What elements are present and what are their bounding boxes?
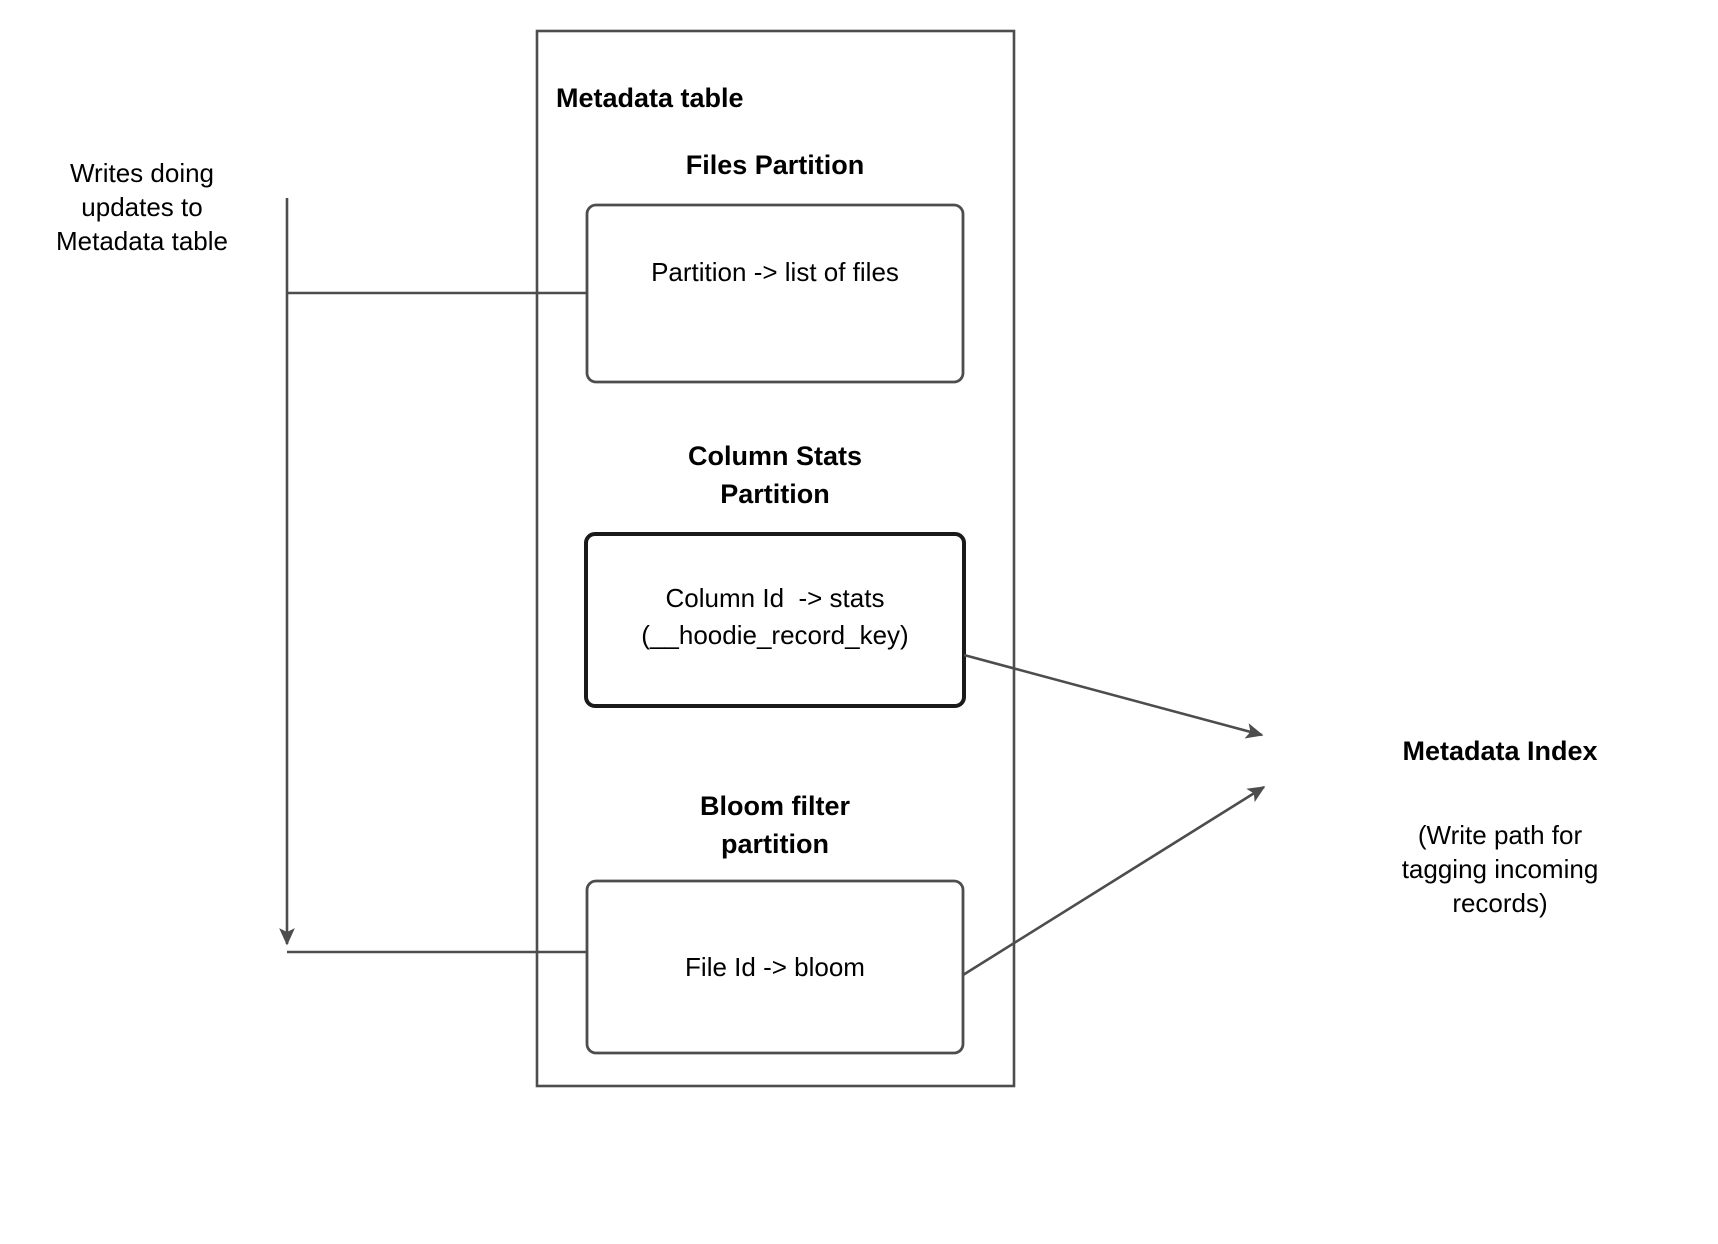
column-stats-partition-box	[584, 532, 966, 708]
writes-note-label: Writes doing updates to Metadata table	[55, 158, 228, 256]
column-stats-to-metadata-index-arrow	[963, 653, 1264, 739]
files-partition-body: Partition -> list of files	[651, 257, 899, 287]
metadata-index-title: Metadata Index	[1402, 736, 1598, 766]
files-partition-title: Files Partition	[685, 150, 865, 180]
bloom-filter-partition-title: Bloom filter partition	[699, 791, 850, 860]
bloom-filter-partition-box	[585, 879, 965, 1055]
files-partition-box	[585, 203, 965, 384]
metadata-table-container	[535, 29, 1016, 1088]
metadata-index-caption: (Write path for tagging incoming records…	[1401, 820, 1599, 919]
column-stats-partition-body: Column Id -> stats (__hoodie_record_key)	[641, 583, 909, 650]
bloom-filter-partition-body: File Id -> bloom	[685, 952, 865, 982]
column-stats-partition-title: Column Stats Partition	[687, 441, 862, 510]
bloom-filter-to-metadata-index-arrow	[962, 785, 1266, 977]
metadata-table-title: Metadata table	[556, 83, 744, 113]
